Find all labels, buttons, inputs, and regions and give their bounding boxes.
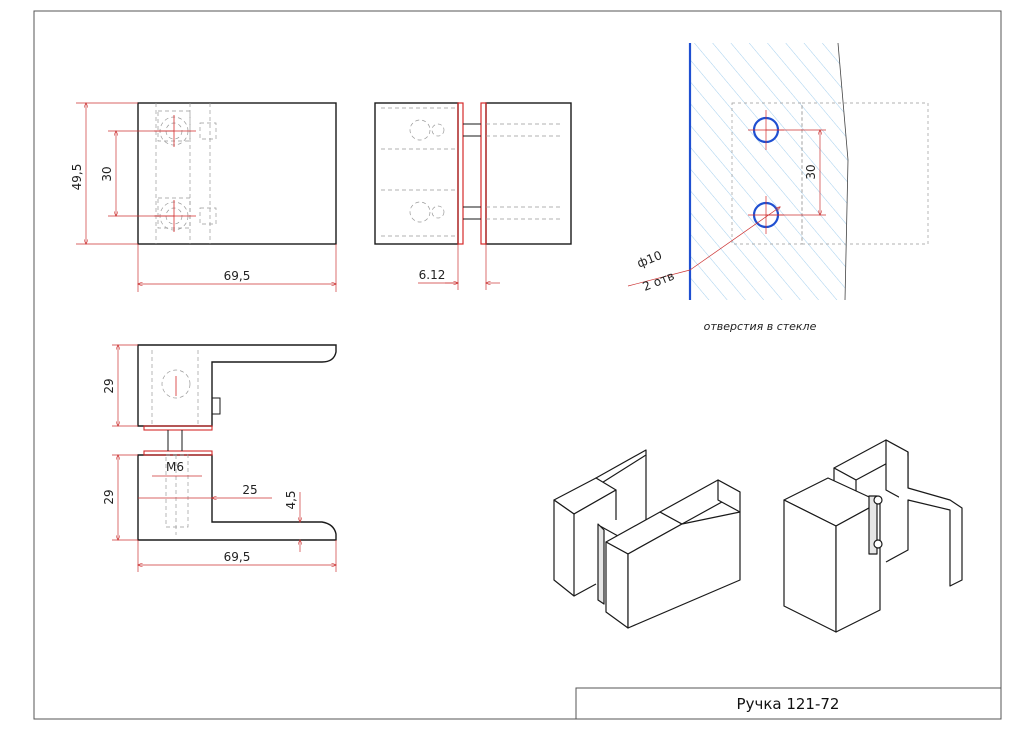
plan-thread-dim: M6 <box>166 460 184 474</box>
isometric-view-front <box>553 449 741 629</box>
front-height-dim: 49,5 <box>70 164 84 191</box>
glass-hole-diameter: ф10 <box>635 248 664 271</box>
plan-upper-dim: 29 <box>102 378 116 393</box>
title-text: Ручка 121-72 <box>737 695 840 713</box>
title-block: Ручка 121-72 <box>575 687 1002 720</box>
plan-view: 29 29 M6 25 4,5 69,5 <box>102 345 336 572</box>
glass-hole-view: 30 ф10 2 отв отверстия в стекле <box>627 42 929 333</box>
side-view: 6.12 <box>374 102 572 290</box>
isometric-view-back <box>783 439 963 633</box>
plan-thickness-dim: 4,5 <box>284 490 298 509</box>
glass-hole-count: 2 отв <box>641 269 677 294</box>
front-width-dim: 69,5 <box>224 269 251 283</box>
plan-width-dim: 69,5 <box>224 550 251 564</box>
sheet-border <box>33 10 1002 720</box>
side-gap-dim: 6.12 <box>419 268 446 282</box>
glass-hole-spacing-dim: 30 <box>804 164 818 179</box>
plan-lower-dim: 29 <box>102 489 116 504</box>
front-view: 49,5 30 69,5 <box>70 102 336 292</box>
glass-caption: отверстия в стекле <box>704 320 817 333</box>
front-hole-spacing-dim: 30 <box>100 166 114 181</box>
plan-length-dim: 25 <box>242 483 257 497</box>
